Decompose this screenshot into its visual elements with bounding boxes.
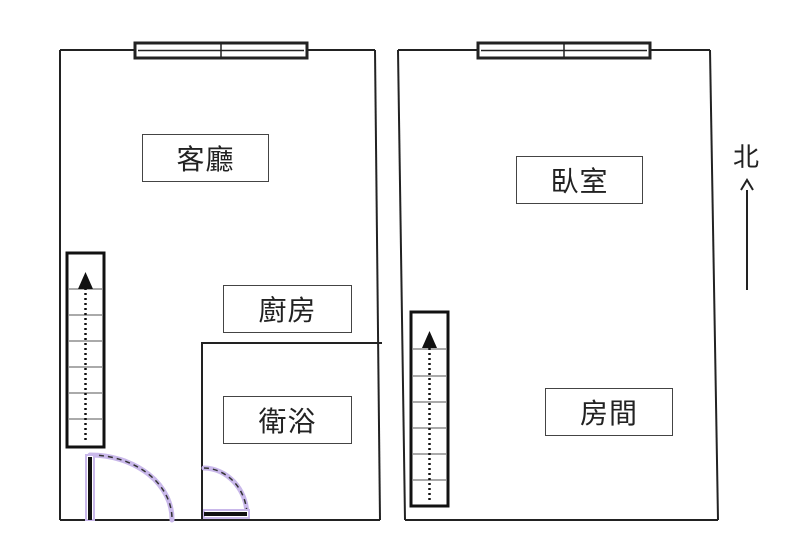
room-label-bathroom: 衛浴 <box>223 396 352 444</box>
north-label: 北 <box>733 143 760 173</box>
stair-up-arrow-icon <box>422 331 437 348</box>
room-label-bedroom: 臥室 <box>516 156 643 204</box>
right-staircase <box>409 310 450 508</box>
stair-up-arrow-icon <box>78 272 93 289</box>
right-window <box>476 41 652 60</box>
room-label-living-room: 客廳 <box>142 134 269 182</box>
left-window <box>133 41 309 60</box>
bathroom-partition <box>201 342 382 520</box>
entrance-door <box>85 452 175 523</box>
left-staircase <box>65 251 106 449</box>
north-arrow-icon <box>740 178 754 290</box>
right-unit-walls <box>397 49 719 521</box>
room-label-kitchen: 廚房 <box>223 285 352 333</box>
left-unit-walls <box>59 49 381 521</box>
bathroom-door <box>201 465 250 519</box>
room-label-room: 房間 <box>545 388 673 436</box>
